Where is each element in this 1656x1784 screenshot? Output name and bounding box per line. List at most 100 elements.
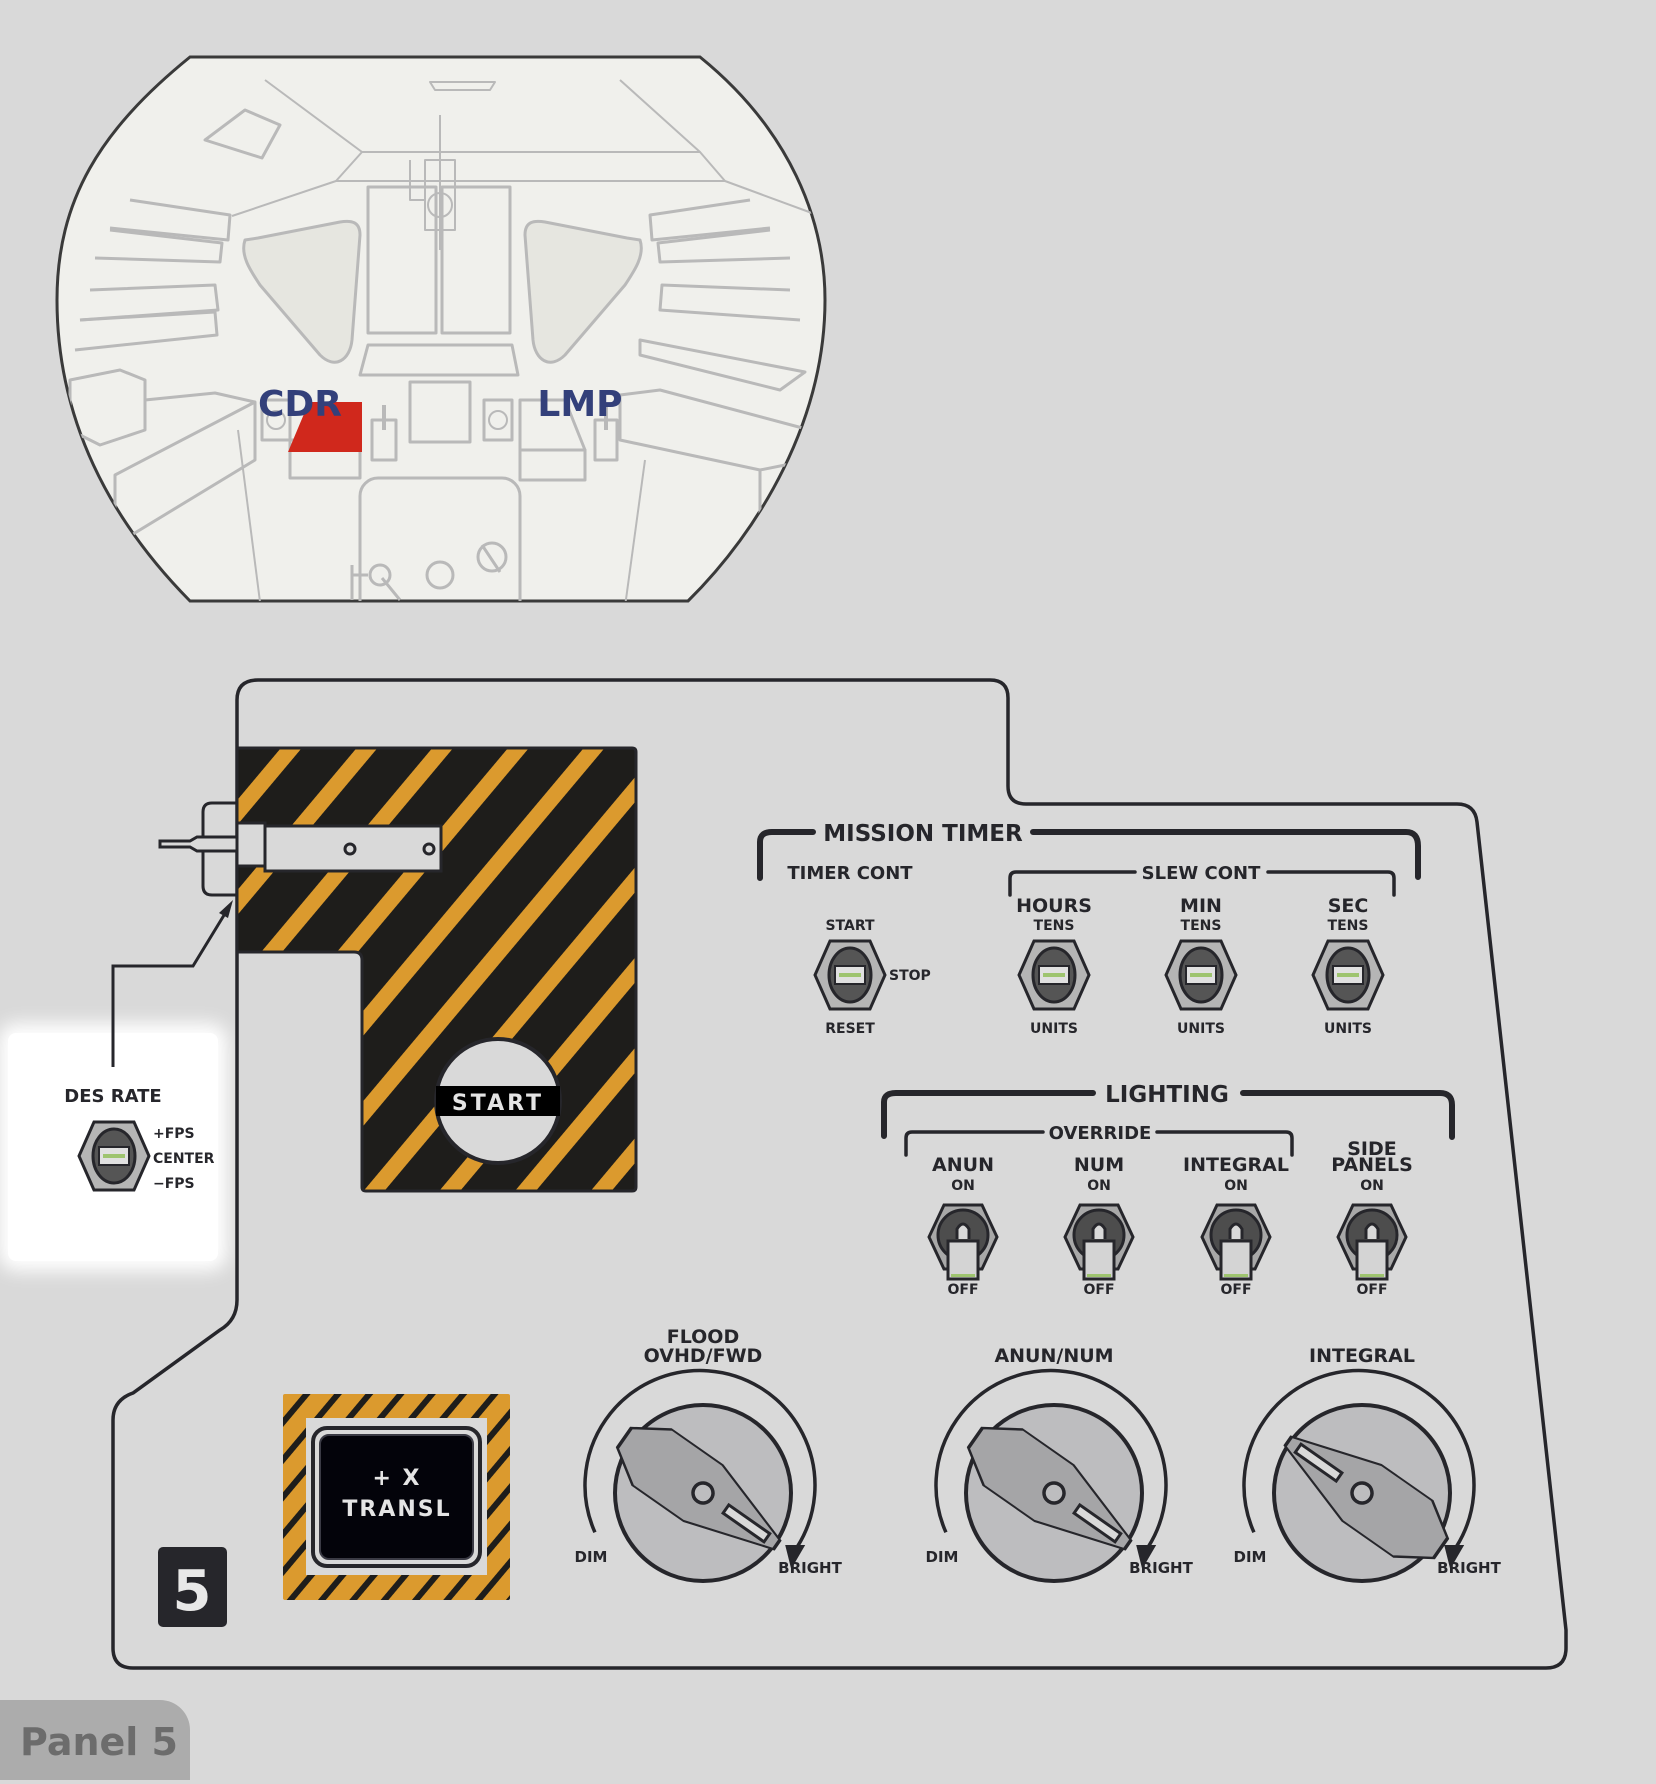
x-transl-line2: TRANSL [342,1497,451,1522]
toggle-integral-off: OFF [1220,1282,1251,1298]
toggle-anun-title: ANUN [932,1154,994,1176]
knob-direction-arc [1242,1368,1476,1548]
knob-title-line1: FLOOD [667,1326,739,1348]
slew-cont-title: SLEW CONT [1142,863,1261,884]
knob-0[interactable] [605,1403,796,1583]
slew-sec-switch[interactable] [1311,939,1385,1011]
override-title: OVERRIDE [1049,1123,1152,1144]
timer-cont-switch[interactable] [813,939,887,1011]
toggle-num-on: ON [1087,1178,1111,1194]
toggle-side-panels: SIDE PANELS ON OFF [1331,1138,1413,1298]
knob-2[interactable] [1269,1403,1460,1583]
panel-tab[interactable]: Panel 5 [0,1700,190,1780]
slew-hours-down: UNITS [1030,1021,1078,1037]
panel-number: 5 [173,1559,212,1624]
guard-plate [263,824,443,873]
panel-tab-label: Panel 5 [20,1720,178,1764]
toggle-anun: ANUN ON OFF [927,1154,999,1298]
knob-group-1: ANUN/NUM DIM BRIGHT [926,1345,1194,1583]
knob-max-label: BRIGHT [1129,1559,1193,1577]
panel-number-badge: 5 [158,1547,227,1627]
right-window [523,219,643,364]
des-rate-switch[interactable] [77,1120,151,1192]
slew-sec-up: TENS [1328,918,1369,934]
knob-title: ANUN/NUM [994,1345,1113,1367]
abort-stage-area: START [158,746,638,1193]
override-bracket [904,1130,1294,1157]
slew-hours-switch[interactable] [1017,939,1091,1011]
knob-max-label: BRIGHT [1437,1559,1501,1577]
toggle-num: NUM ON OFF [1063,1154,1135,1298]
toggle-integral-on: ON [1224,1178,1248,1194]
toggle-num-switch[interactable] [1063,1203,1135,1281]
x-transl-line1: + X [372,1466,421,1491]
mission-timer-bracket [757,829,1421,881]
knob-title: INTEGRAL [1309,1345,1415,1367]
slew-hours-up: TENS [1034,918,1075,934]
toggle-side-panels-switch[interactable] [1336,1203,1408,1281]
slew-min-switch[interactable] [1164,939,1238,1011]
knob-1[interactable] [956,1403,1147,1583]
cabin-illustration: CDR LMP [55,55,827,603]
timer-cont-down-label: RESET [825,1021,875,1037]
des-rate-pos-down: −FPS [153,1176,195,1192]
toggle-anun-on: ON [951,1178,975,1194]
start-button-label: START [452,1091,544,1116]
knob-title: OVHD/FWD [644,1345,763,1367]
des-rate-switch-group: DES RATE +FPS CENTER −FPS [64,1086,214,1192]
des-rate-title: DES RATE [64,1086,161,1107]
slew-sec-title: SEC [1328,895,1369,917]
timer-cont-up-label: START [825,918,875,934]
slew-min-down: UNITS [1177,1021,1225,1037]
dimmer-knobs: FLOODOVHD/FWDDIMBRIGHTANUN/NUMDIMBRIGHTI… [575,1326,1502,1583]
des-rate-pos-up: +FPS [153,1126,195,1142]
knob-group-2: INTEGRAL DIM BRIGHT [1234,1345,1502,1583]
lighting-title: LIGHTING [1105,1082,1229,1108]
timer-cont-right-label: STOP [889,968,931,984]
x-transl-group: + X TRANSL [283,1394,510,1600]
highlighted-panel-location [288,402,362,452]
toggle-integral: INTEGRAL ON OFF [1183,1154,1289,1298]
knob-direction-arc [934,1368,1168,1548]
slew-min-title: MIN [1180,895,1222,917]
start-button[interactable]: START [434,1037,562,1165]
knob-min-label: DIM [926,1548,959,1566]
slew-sec-down: UNITS [1324,1021,1372,1037]
toggle-side-panels-title-1: SIDE [1347,1138,1397,1160]
lighting-section: LIGHTING OVERRIDE ANUN ON OFF NUM ON [881,1082,1455,1298]
slew-cont-bracket [1008,870,1396,897]
guard-bar [235,821,267,868]
knob-max-label: BRIGHT [778,1559,842,1577]
toggle-integral-title: INTEGRAL [1183,1154,1289,1176]
mission-timer-title: MISSION TIMER [823,821,1023,847]
slew-sec: SEC TENS UNITS [1311,895,1385,1037]
left-window [242,219,362,364]
mission-timer-section: MISSION TIMER TIMER CONT SLEW CONT START… [757,821,1421,1037]
toggle-num-off: OFF [1083,1282,1114,1298]
guard-handle [158,835,239,853]
toggle-side-panels-off: OFF [1356,1282,1387,1298]
crew-label-lmp: LMP [537,384,622,425]
toggle-side-panels-title-2: PANELS [1331,1154,1413,1176]
arrow-icon [1444,1544,1465,1569]
crew-label-cdr: CDR [258,384,342,425]
slew-min-up: TENS [1181,918,1222,934]
des-rate-leader [111,900,233,1067]
knob-min-label: DIM [1234,1548,1267,1566]
lighting-bracket [881,1090,1455,1140]
timer-cont-title: TIMER CONT [787,863,913,884]
knob-direction-arc [583,1368,817,1548]
knob-min-label: DIM [575,1548,608,1566]
x-transl-button[interactable]: + X TRANSL [311,1426,482,1568]
des-rate-pos-center: CENTER [153,1151,215,1167]
slew-hours-title: HOURS [1016,895,1092,917]
toggle-integral-switch[interactable] [1200,1203,1272,1281]
toggle-num-title: NUM [1074,1154,1124,1176]
slew-min: MIN TENS UNITS [1164,895,1238,1037]
toggle-anun-switch[interactable] [927,1203,999,1281]
slew-hours: HOURS TENS UNITS [1016,895,1092,1037]
toggle-side-panels-on: ON [1360,1178,1384,1194]
arrow-icon [785,1544,806,1569]
